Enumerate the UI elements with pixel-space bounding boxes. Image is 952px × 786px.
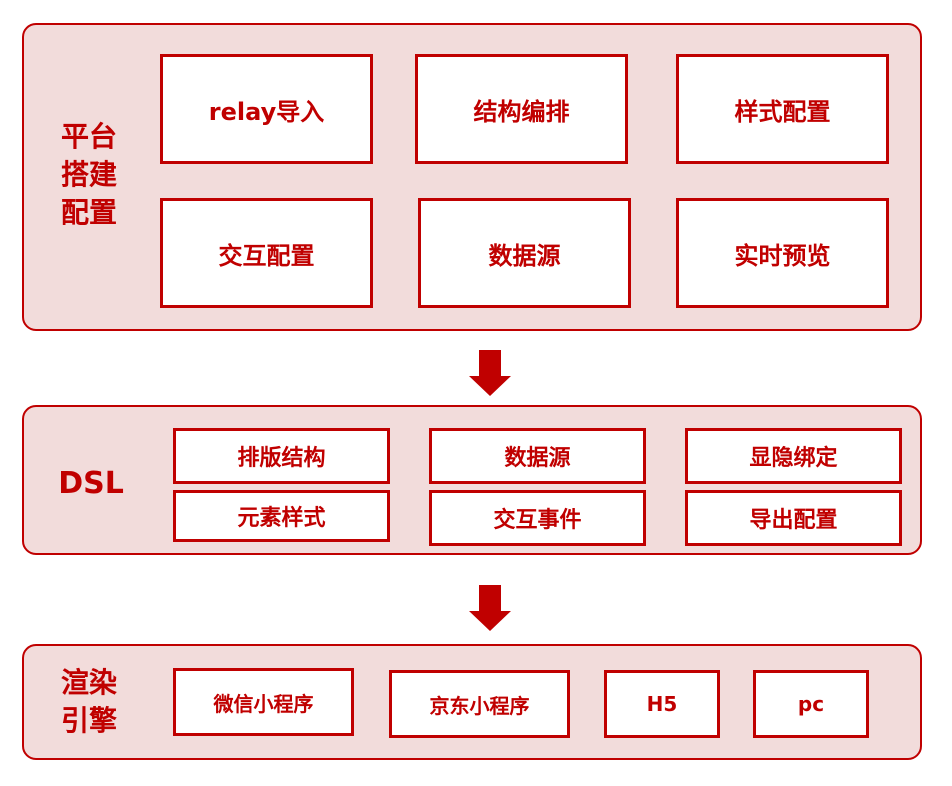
down-arrow-icon (469, 585, 511, 631)
dsl-label: DSL (58, 466, 124, 501)
platform-item-interaction-config: 交互配置 (160, 198, 373, 308)
dsl-item-layout-structure: 排版结构 (173, 428, 390, 484)
dsl-item-data-source: 数据源 (429, 428, 646, 484)
platform-item-style-config: 样式配置 (676, 54, 889, 164)
dsl-item-export-config: 导出配置 (685, 490, 902, 546)
down-arrow-icon (469, 350, 511, 396)
dsl-item-interaction-event: 交互事件 (429, 490, 646, 546)
render-item-jd-miniprogram: 京东小程序 (389, 670, 570, 738)
platform-config-label: 平台 搭建 配置 (60, 120, 117, 229)
dsl-item-element-style: 元素样式 (173, 490, 390, 542)
dsl-item-visibility-binding: 显隐绑定 (685, 428, 902, 484)
platform-item-structure-layout: 结构编排 (415, 54, 628, 164)
render-engine-label: 渲染 引擎 (60, 666, 117, 737)
platform-item-relay-import: relay导入 (160, 54, 373, 164)
platform-item-data-source: 数据源 (418, 198, 631, 308)
render-item-pc: pc (753, 670, 869, 738)
platform-item-live-preview: 实时预览 (676, 198, 889, 308)
render-item-h5: H5 (604, 670, 720, 738)
render-item-wechat-miniprogram: 微信小程序 (173, 668, 354, 736)
